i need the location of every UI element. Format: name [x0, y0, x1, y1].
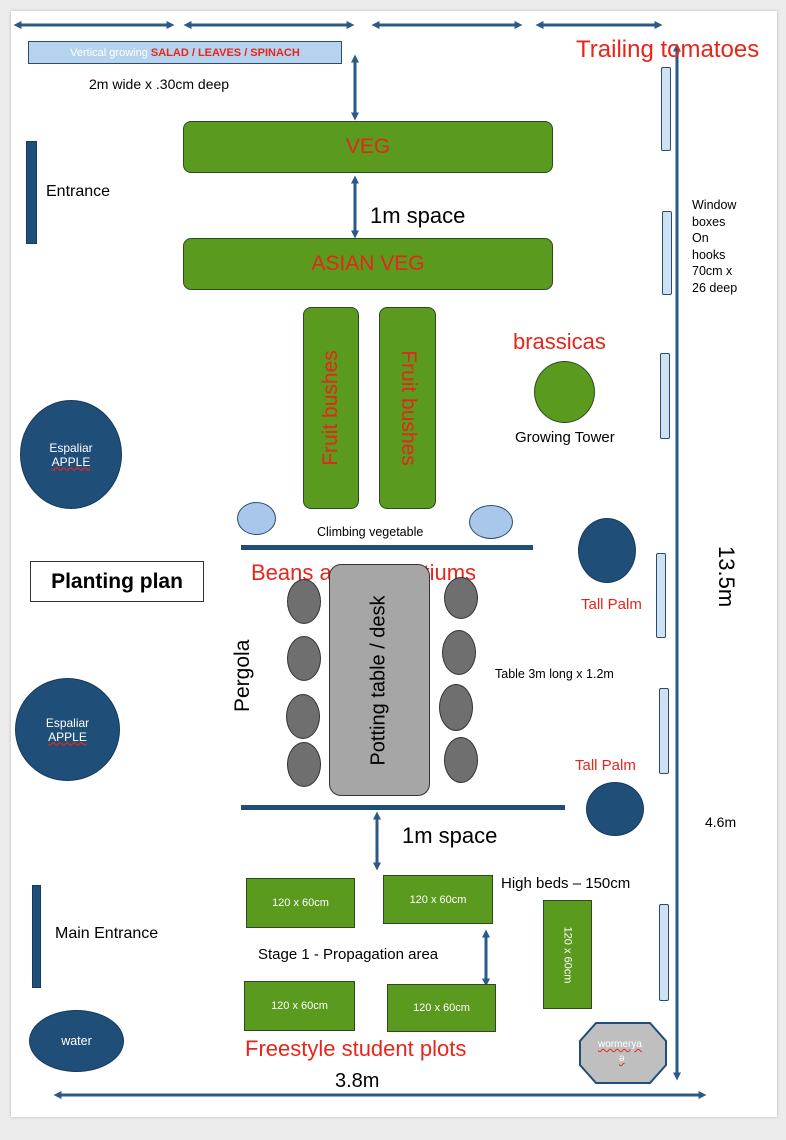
plot-2: 120 x 60cm	[383, 875, 493, 924]
pot-left-3	[286, 694, 320, 739]
vertical-size-label: 2m wide x .30cm deep	[89, 76, 230, 92]
entrance-label: Entrance	[46, 183, 111, 200]
window-boxes-line-3: On	[692, 231, 709, 245]
plot-1: 120 x 60cm	[246, 878, 355, 928]
pot-right-2	[442, 630, 476, 675]
wormery-label: wormerya	[598, 1039, 642, 1050]
high-beds-label: High beds – 150cm	[501, 875, 631, 892]
climbing-pot-right	[469, 505, 513, 539]
space-bottom-label: 1m space	[402, 823, 498, 848]
espaliar-word-1: Espaliar	[49, 440, 93, 455]
plot-2-label: 120 x 60cm	[409, 893, 467, 906]
tall-palm-2	[586, 782, 644, 836]
high-bed: 120 x 60cm	[543, 900, 592, 1009]
climbing-vegetable-label: Climbing vegetable	[317, 525, 424, 539]
plot-3-label: 120 x 60cm	[271, 1000, 328, 1012]
fruit-bushes-label-1: Fruit bushes	[319, 350, 342, 466]
window-boxes-line-2: boxes	[692, 214, 726, 229]
high-bed-label: 120 x 60cm	[561, 926, 574, 983]
window-box-4	[656, 553, 666, 638]
window-box-3	[660, 353, 670, 439]
growing-tower	[534, 361, 595, 423]
tall-palm-1	[578, 518, 636, 583]
water-label: water	[61, 1034, 92, 1048]
table-size-label: Table 3m long x 1.2m	[495, 667, 614, 681]
window-box-5	[659, 688, 669, 774]
tall-palm-label-1: Tall Palm	[581, 596, 642, 613]
fruit-bushes-bed-2: Fruit bushes	[379, 307, 436, 509]
veg-bed: VEG	[183, 121, 553, 173]
stage1-label: Stage 1 - Propagation area	[258, 946, 439, 963]
width-right-label: 4.6m	[705, 814, 737, 830]
espaliar-apple-tree-2: Espaliar APPLE	[15, 678, 120, 781]
brassicas-label: brassicas	[513, 329, 606, 354]
dimension-arrows	[13, 21, 707, 1099]
tall-palm-label-2: Tall Palm	[575, 757, 636, 774]
planting-plan-title: Planting plan	[30, 561, 204, 602]
pot-left-4	[287, 742, 321, 787]
apple-word-2: APPLE	[48, 729, 87, 744]
pot-left-2	[287, 636, 321, 681]
window-boxes-line-6: 26 deep	[692, 280, 738, 295]
trailing-tomatoes-label: Trailing tomatoes	[576, 36, 760, 63]
window-box-1	[661, 67, 671, 151]
pergola-beam-bottom	[241, 805, 565, 810]
wormery	[579, 1022, 667, 1084]
window-boxes-line-5: 70cm x	[692, 264, 733, 278]
space-top-label: 1m space	[370, 203, 466, 228]
wormery-sub: ə	[619, 1053, 625, 1064]
main-entrance-label: Main Entrance	[55, 925, 159, 942]
pot-right-1	[444, 577, 478, 619]
asian-veg-bed: ASIAN VEG	[183, 238, 553, 290]
growing-tower-label: Growing Tower	[515, 429, 615, 446]
main-entrance-marker	[32, 885, 41, 988]
length-label: 13.5m	[713, 546, 739, 607]
pergola-beam-top	[241, 545, 533, 550]
width-bottom-label: 3.8m	[335, 1070, 380, 1092]
water-tank: water	[29, 1010, 124, 1072]
pot-left-1	[287, 579, 321, 624]
vertical-growing-plants: SALAD / LEAVES / SPINACH	[150, 46, 300, 59]
espaliar-word-2: Espaliar	[45, 715, 90, 730]
asian-veg-label: ASIAN VEG	[311, 252, 425, 275]
entrance-marker	[26, 141, 37, 244]
fruit-bushes-bed-1: Fruit bushes	[303, 307, 359, 509]
pergola-label: Pergola	[231, 640, 255, 712]
plot-1-label: 120 x 60cm	[272, 897, 329, 909]
pot-right-4	[444, 737, 478, 783]
climbing-pot-left	[237, 502, 276, 535]
fruit-bushes-label-2: Fruit bushes	[396, 350, 420, 466]
window-boxes-line-1: Window	[692, 198, 737, 212]
pergola-text: Pergola	[231, 639, 254, 712]
freestyle-label: Freestyle student plots	[245, 1036, 467, 1061]
plot-4: 120 x 60cm	[387, 984, 496, 1032]
potting-table: Potting table / desk	[329, 564, 430, 796]
vertical-growing-strip: Vertical growing SALAD / LEAVES / SPINAC…	[28, 41, 342, 64]
pot-right-3	[439, 684, 473, 731]
espaliar-apple-tree-1: Espaliar APPLE	[20, 400, 122, 509]
window-boxes-note: Window boxes On hooks 70cm x 26 deep	[692, 197, 737, 296]
window-boxes-line-4: hooks	[692, 247, 726, 262]
plot-4-label: 120 x 60cm	[413, 1002, 470, 1014]
apple-word-1: APPLE	[51, 454, 91, 469]
vertical-growing-prefix: Vertical growing	[70, 46, 151, 59]
plot-3: 120 x 60cm	[244, 981, 355, 1031]
planting-plan-text: Planting plan	[51, 569, 183, 593]
length-text: 13.5m	[714, 546, 739, 608]
window-box-6	[659, 904, 669, 1001]
veg-label: VEG	[345, 135, 391, 158]
window-box-2	[662, 211, 672, 295]
potting-table-label: Potting table / desk	[368, 594, 391, 766]
plan-sheet: Vertical growing SALAD / LEAVES / SPINAC…	[11, 11, 777, 1117]
